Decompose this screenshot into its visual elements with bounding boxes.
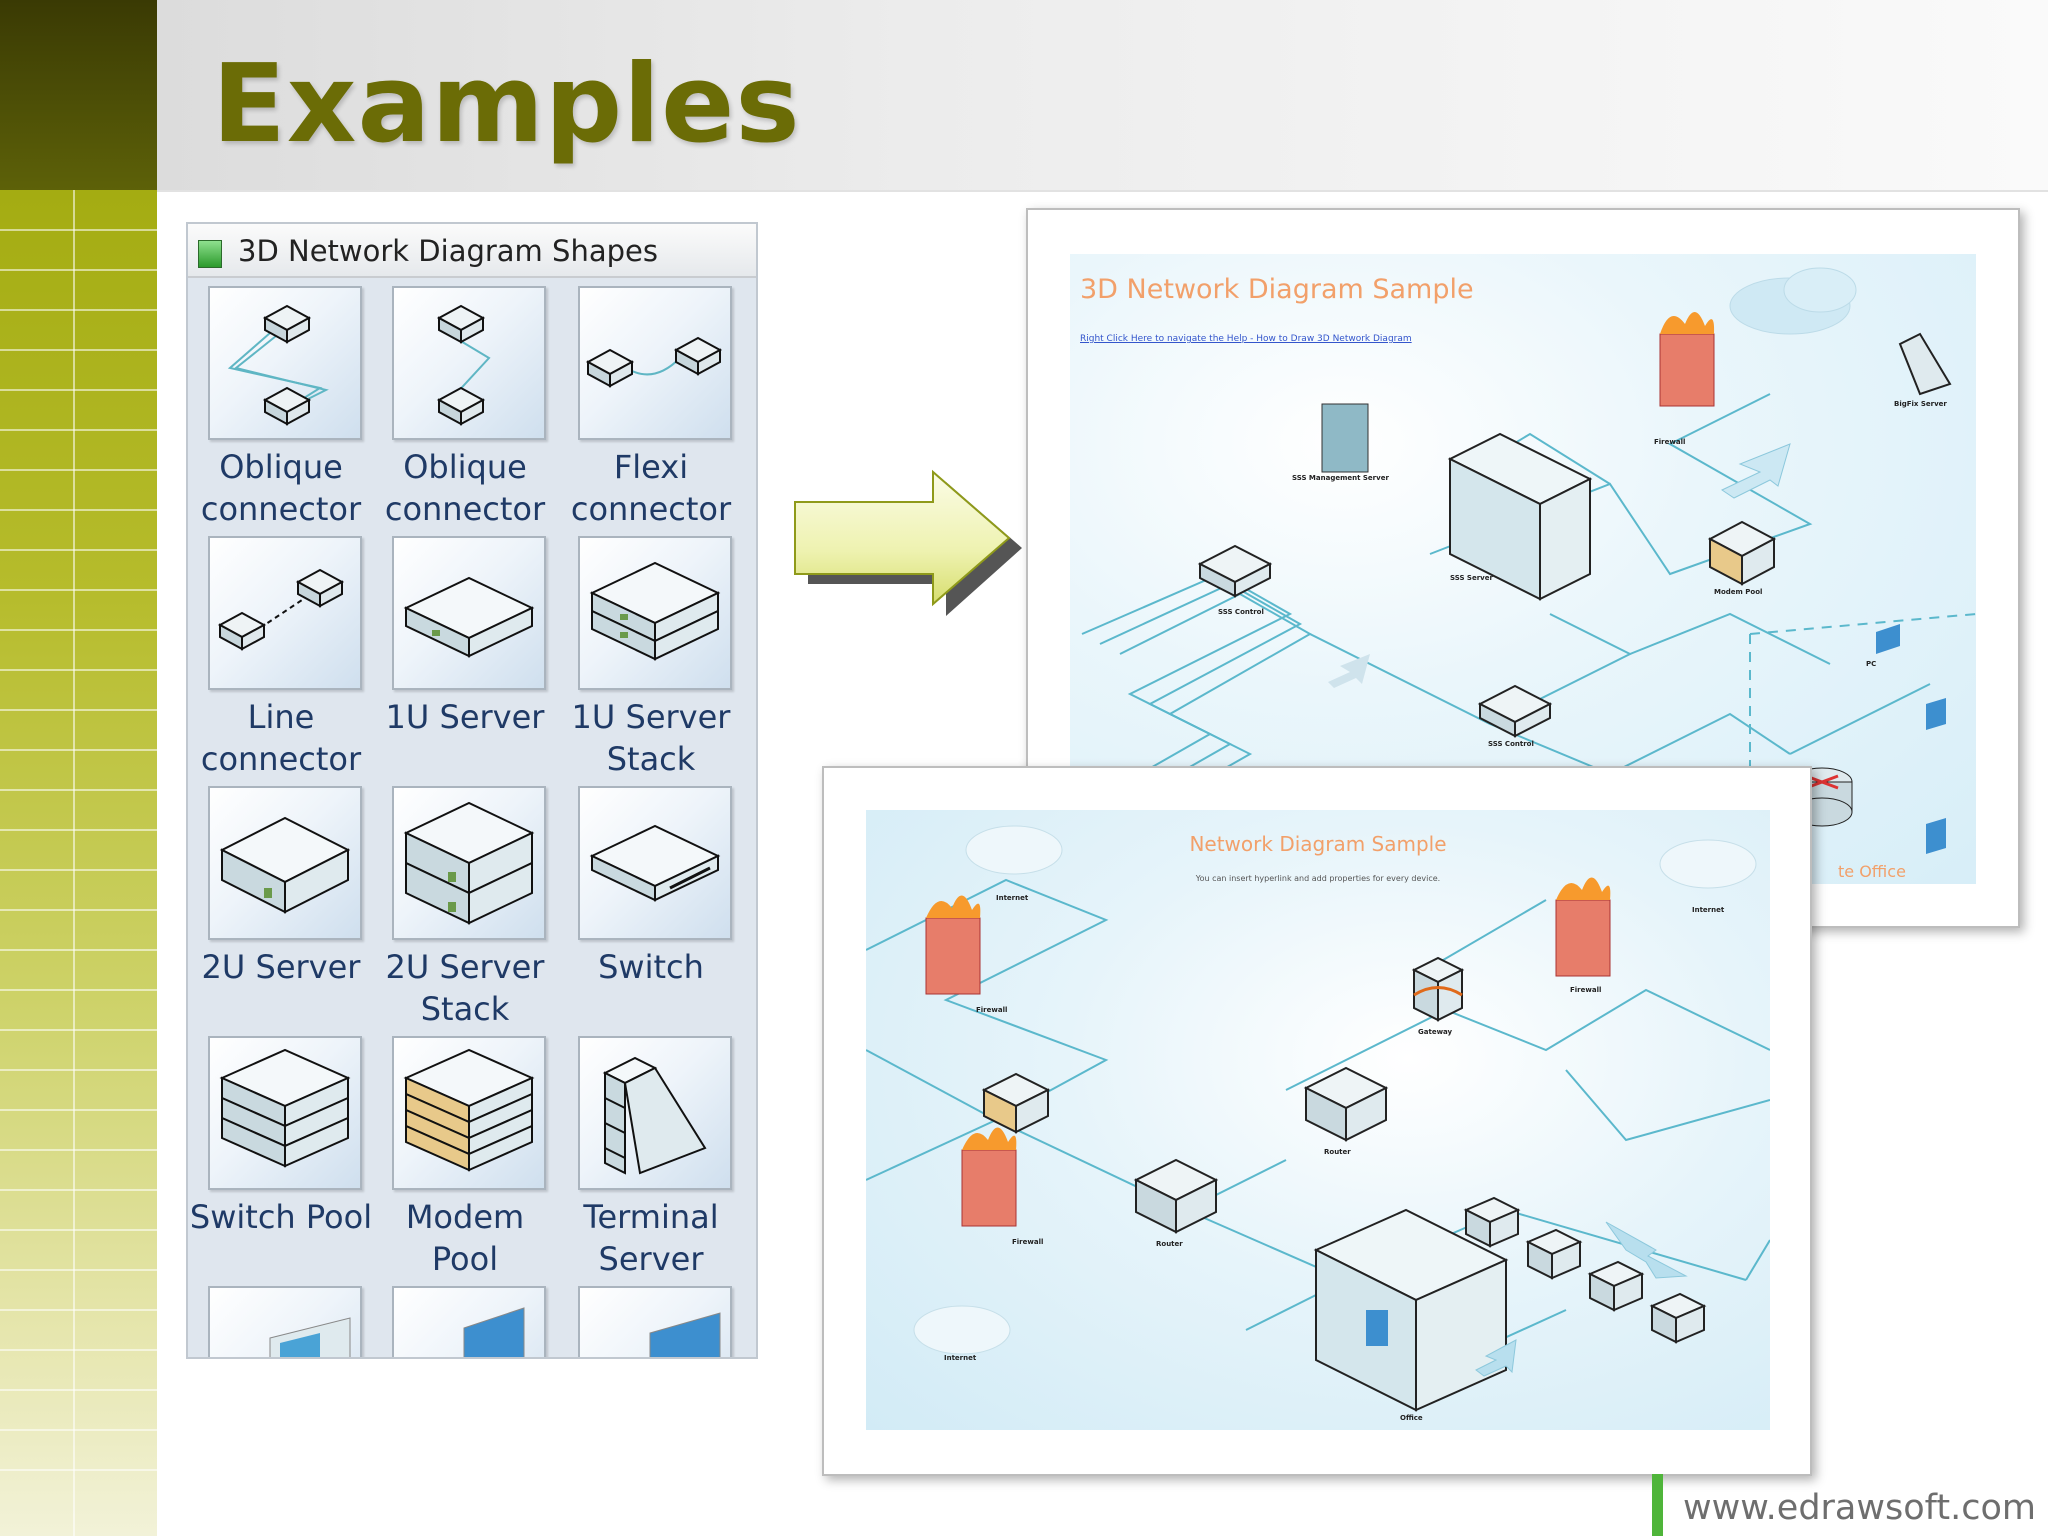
firewall-label: Firewall <box>1654 438 1686 446</box>
office-label: te Office <box>1838 862 1906 881</box>
shape-item-partial[interactable] <box>188 1286 374 1357</box>
shape-item-oblique-connector[interactable]: Oblique connector <box>188 286 374 536</box>
panel-title: 3D Network Diagram Shapes <box>238 234 658 268</box>
internet-label: Internet <box>1692 906 1725 914</box>
shape-label: Modem Pool <box>405 1198 525 1278</box>
sss-control-2-label: SSS Control <box>1488 740 1534 748</box>
oblique-connector-2-icon <box>436 304 491 426</box>
shape-label: Switch Pool <box>189 1198 373 1236</box>
firewall-label: Firewall <box>976 1006 1008 1014</box>
shape-item-2u-server[interactable]: 2U Server <box>188 786 374 1036</box>
switch-pool-icon <box>219 1048 351 1168</box>
slide-header: Examples <box>157 0 2048 192</box>
footer-url[interactable]: www.edrawsoft.com <box>1683 1488 2036 1528</box>
sample1-title: 3D Network Diagram Sample <box>1080 274 1474 305</box>
right-arrow-icon <box>794 469 1022 616</box>
shape-item-partial[interactable] <box>558 1286 744 1357</box>
shape-label: 1U Server <box>385 698 545 736</box>
shape-item-2u-server-stack[interactable]: 2U Server Stack <box>372 786 558 1036</box>
firewall-label: Firewall <box>1570 986 1602 994</box>
1u-server-icon <box>403 576 535 658</box>
1u-server-stack-icon <box>589 561 721 661</box>
internet-label: Internet <box>996 894 1029 902</box>
shape-label: Line connector <box>200 698 362 778</box>
left-bar-dark-block <box>0 0 157 190</box>
mgmt-server-label: SSS Management Server <box>1292 474 1389 482</box>
shape-item-oblique-connector-2[interactable]: Oblique connector 2 <box>372 286 558 570</box>
2u-server-stack-icon <box>403 801 535 925</box>
shape-item-line-connector[interactable]: Line connector <box>188 536 374 786</box>
computer-shape-icon <box>269 1317 351 1357</box>
modem-pool-label: Modem Pool <box>1714 588 1763 596</box>
shape-item-switch-pool[interactable]: Switch Pool <box>188 1036 374 1286</box>
2u-server-icon <box>219 816 351 914</box>
big-server-label: BigFix Server <box>1894 400 1947 408</box>
shape-label: Switch <box>598 948 704 986</box>
diagram-graphics <box>1070 267 1976 854</box>
shape-item-switch[interactable]: Switch <box>558 786 744 1036</box>
shape-item-partial[interactable] <box>372 1286 558 1357</box>
shape-item-1u-server-stack[interactable]: 1U Server Stack <box>558 536 744 786</box>
shape-label: Flexi connector <box>570 448 732 528</box>
shape-item-1u-server[interactable]: 1U Server <box>372 536 558 786</box>
sample2-title: Network Diagram Sample <box>1189 832 1447 856</box>
left-bar-gradient <box>0 190 157 1536</box>
monitor-shape-icon <box>463 1307 525 1357</box>
diagram-canvas: Network Diagram Sample You can insert hy… <box>866 810 1770 1430</box>
slide-title: Examples <box>212 42 801 167</box>
modem-pool-icon <box>403 1048 535 1172</box>
terminal-server-icon <box>602 1056 707 1175</box>
firewall-label: Firewall <box>1012 1238 1044 1246</box>
shape-item-terminal-server[interactable]: Terminal Server <box>558 1036 744 1286</box>
panel-header[interactable]: 3D Network Diagram Shapes <box>188 224 756 278</box>
router-label: Router <box>1156 1240 1183 1248</box>
flexi-connector-icon <box>585 336 723 388</box>
shape-item-modem-pool[interactable]: Modem Pool <box>372 1036 558 1286</box>
shape-label: Terminal Server <box>583 1198 719 1278</box>
line-connector-icon <box>217 568 345 651</box>
router-label: Router <box>1324 1148 1351 1156</box>
sss-control-label: SSS Control <box>1218 608 1264 616</box>
left-bar-grid <box>0 190 157 1536</box>
network-diagram-sample[interactable]: Network Diagram Sample You can insert hy… <box>822 766 1812 1476</box>
footer-accent-line <box>1652 1474 1663 1536</box>
gateway-label: Gateway <box>1418 1028 1453 1036</box>
pc-label: PC <box>1866 660 1877 668</box>
office-label: Office <box>1400 1414 1423 1422</box>
diagram-graphics <box>866 825 1770 1412</box>
sample1-help-link[interactable]: Right Click Here to navigate the Help - … <box>1080 334 1412 344</box>
shape-item-flexi-connector[interactable]: Flexi connector <box>558 286 744 536</box>
left-decorative-bar <box>0 0 157 1536</box>
shape-label: 2U Server <box>201 948 361 986</box>
switch-icon <box>589 824 721 902</box>
sample2-subtitle: You can insert hyperlink and add propert… <box>1195 874 1441 883</box>
shape-label: 1U Server Stack <box>571 698 731 778</box>
shape-label: Oblique connector <box>200 448 362 528</box>
library-icon <box>198 240 222 268</box>
sss-server-label: SSS Server <box>1450 574 1493 582</box>
oblique-connector-icon <box>227 304 329 426</box>
shape-label: 2U Server Stack <box>385 948 545 1028</box>
shapes-library-panel: 3D Network Diagram Shapes Oblique connec… <box>186 222 758 1359</box>
internet-label: Internet <box>944 1354 977 1362</box>
laptop-shape-icon <box>649 1312 721 1357</box>
